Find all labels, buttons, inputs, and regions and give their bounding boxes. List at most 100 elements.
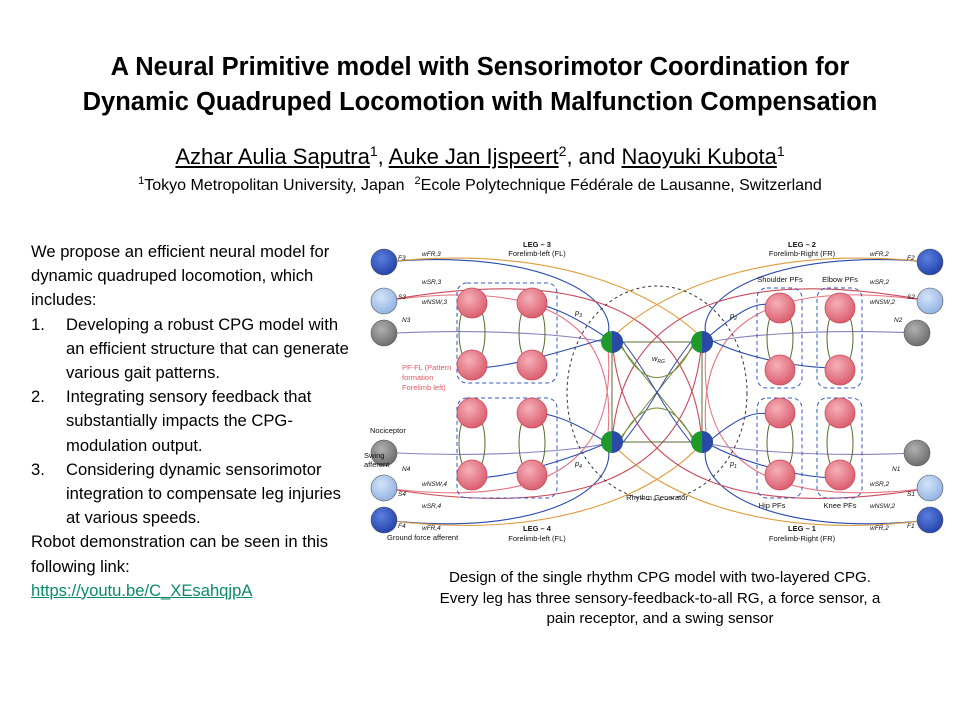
demo-video-link[interactable]: https://youtu.be/C_XEsahqjpA — [31, 580, 253, 600]
pf-group-boxes — [456, 282, 863, 499]
list-item: 3. Considering dynamic sensorimotor integ… — [31, 458, 356, 531]
f1-label: F1 — [907, 523, 915, 530]
cpg-model-figure: LEG – 3 Forelimb-left (FL) LEG – 2 Forel… — [364, 240, 944, 543]
author-sep-2: , and — [566, 144, 622, 169]
affil-1: Tokyo Metropolitan University, Japan — [144, 177, 405, 194]
rhythm-generator-boundary — [566, 285, 748, 501]
swing-label-2: afferent — [364, 460, 390, 469]
swing-sensor-leg1 — [916, 474, 944, 502]
pf-neuron — [456, 349, 488, 381]
n1-label: N1 — [892, 466, 901, 473]
pf-neuron — [764, 397, 796, 429]
swing-label-1: Swing — [364, 451, 384, 460]
intro-text: We propose an efficient neural model for… — [31, 240, 356, 603]
w-rg-label: wRG — [652, 354, 665, 365]
sensors — [370, 248, 944, 534]
s1-label: S1 — [907, 491, 915, 498]
s3-label: S3 — [398, 294, 406, 301]
list-number: 2. — [31, 387, 45, 407]
f3-label: F3 — [398, 255, 406, 262]
list-item: 1. Developing a robust CPG model with an … — [31, 313, 356, 386]
author-sep-1: , — [377, 144, 389, 169]
pf-neuron — [516, 349, 548, 381]
pf-neuron — [456, 287, 488, 319]
w-sr3-label: wSR,3 — [422, 279, 442, 286]
affil-1-mark: 1 — [138, 175, 145, 187]
affil-2-mark: 2 — [414, 175, 421, 187]
pf-neuron — [824, 354, 856, 386]
figure-caption: Design of the single rhythm CPG model wi… — [370, 568, 950, 630]
pf-neuron — [456, 459, 488, 491]
pf-neuron — [824, 397, 856, 429]
list-number: 1. — [31, 314, 45, 334]
f2-label: F2 — [907, 255, 915, 262]
list-text: Developing a robust CPG model with an ef… — [66, 314, 349, 383]
n4-label: N4 — [402, 466, 411, 473]
caption-line-1: Design of the single rhythm CPG model wi… — [448, 569, 872, 586]
n3-label: N3 — [402, 317, 411, 324]
figure-labels: LEG – 3 Forelimb-left (FL) LEG – 2 Forel… — [364, 240, 858, 543]
list-number: 3. — [31, 459, 45, 479]
pf-neuron — [516, 397, 548, 429]
shoulder-label: Shoulder PFs — [757, 275, 803, 284]
swing-sensor-leg4 — [370, 474, 398, 502]
rg-neuron-leg3 — [601, 331, 623, 353]
pf-neuron — [764, 292, 796, 324]
sensor-labels: F3 S3 N3 wFR,3 wSR,3 wNSW,3 F2 S2 N2 wFR… — [398, 251, 915, 532]
pf-fl-label-1: PF-FL (Pattern — [402, 363, 451, 372]
w-nsw2-label: wNSW,2 — [870, 299, 895, 306]
title-line-1: A Neural Primitive model with Sensorimot… — [110, 53, 850, 81]
leg2-label: LEG – 2 — [788, 240, 816, 249]
s4-label: S4 — [398, 491, 406, 498]
pf-neuron — [764, 459, 796, 491]
list-item: 2.Integrating sensory feedback that subs… — [31, 385, 356, 458]
swing-sensor-leg3 — [370, 287, 398, 315]
leg1-label: LEG – 1 — [788, 524, 816, 533]
force-sensor-leg2 — [916, 248, 944, 276]
force-sensor-leg1 — [916, 506, 944, 534]
author-1: Azhar Aulia Saputra — [175, 144, 370, 169]
pf-neuron — [456, 397, 488, 429]
w-fr2-label: wFR,2 — [870, 251, 889, 258]
w-nsw1-label: wNSW,2 — [870, 503, 895, 510]
leg3-label: LEG – 3 — [523, 240, 551, 249]
list-text: Considering dynamic sensorimotor integra… — [66, 459, 341, 528]
pf-fl-label-3: Forelimb left) — [402, 383, 446, 392]
ground-label: Ground force afferent — [387, 533, 459, 542]
hip-label: Hip PFs — [759, 501, 786, 510]
p4-label: p4 — [574, 459, 582, 470]
rg-connections — [611, 337, 703, 447]
nociceptor-label: Nociceptor — [370, 426, 406, 435]
w-fr3-label: wFR,3 — [422, 251, 441, 258]
p1-label: p1 — [729, 459, 737, 470]
w-nsw3-label: wNSW,3 — [422, 299, 447, 306]
p3-label: p3 — [574, 308, 582, 319]
force-sensor-leg3 — [370, 248, 398, 276]
n2-label: N2 — [894, 317, 903, 324]
sensory-pathways — [383, 257, 931, 526]
leg1-sub: Forelimb-Right (FR) — [769, 534, 836, 543]
caption-line-3: pain receptor, and a swing sensor — [546, 610, 774, 627]
nociceptor-leg4 — [370, 439, 398, 467]
leg3-sub: Forelimb-left (FL) — [508, 249, 566, 258]
rg-neuron-leg4 — [601, 431, 623, 453]
nociceptor-leg3 — [370, 319, 398, 347]
pf-neuron — [516, 459, 548, 491]
swing-sensor-leg2 — [916, 287, 944, 315]
author-1-affil: 1 — [369, 143, 378, 159]
rg-neuron-leg1 — [691, 431, 713, 453]
w-fr4-label: wFR,4 — [422, 525, 441, 532]
rg-neuron-leg2 — [691, 331, 713, 353]
pf-neuron — [824, 459, 856, 491]
contribution-list: 1. Developing a robust CPG model with an … — [31, 313, 356, 531]
author-3: Naoyuki Kubota — [621, 144, 777, 169]
rhythm-generator-label: Rhythm Generator — [626, 493, 688, 502]
rg-neurons — [601, 331, 713, 453]
title-line-2: Dynamic Quadruped Locomotion with Malfun… — [82, 88, 878, 116]
author-2-affil: 2 — [558, 143, 567, 159]
nociceptor-leg1 — [903, 439, 931, 467]
w-nsw4-label: wNSW,4 — [422, 481, 447, 488]
author-list: Azhar Aulia Saputra1, Auke Jan Ijspeert2… — [0, 143, 960, 171]
leg2-sub: Forelimb-Right (FR) — [769, 249, 836, 258]
